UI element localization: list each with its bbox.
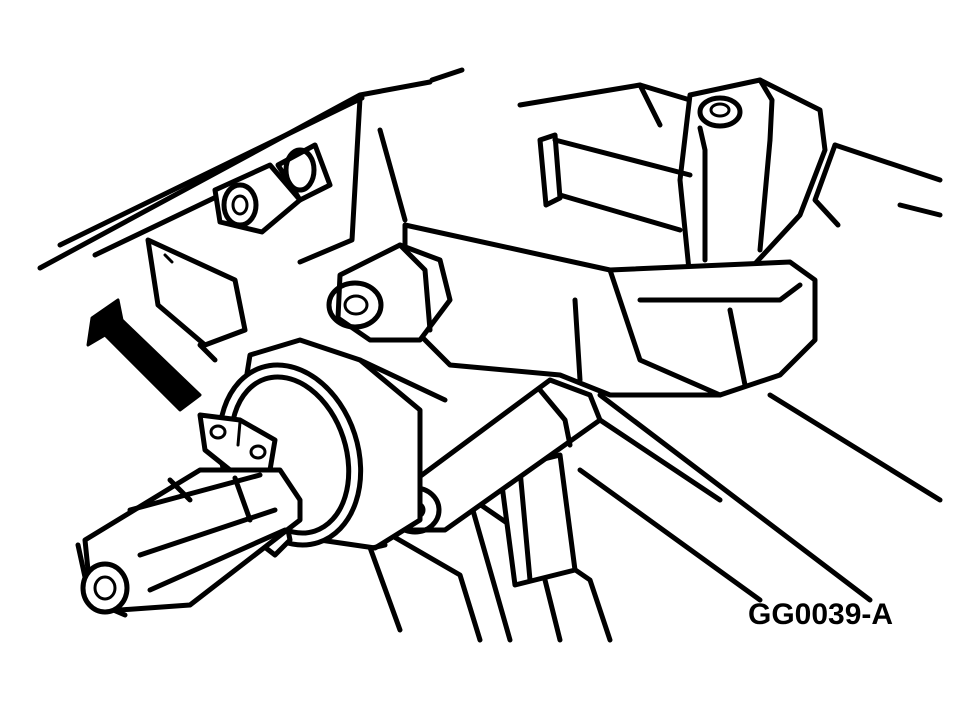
pivot-boss	[326, 242, 453, 343]
bracket-plate	[145, 237, 248, 363]
figure-code: GG0039-A	[748, 598, 894, 631]
fork-bracket	[537, 77, 828, 283]
upper-housing	[37, 67, 943, 271]
arrow-pointer-icon	[86, 298, 202, 412]
output-shaft	[75, 467, 303, 618]
housing-boss	[212, 142, 333, 235]
shift-arm	[402, 222, 943, 603]
lower-support	[327, 417, 763, 643]
